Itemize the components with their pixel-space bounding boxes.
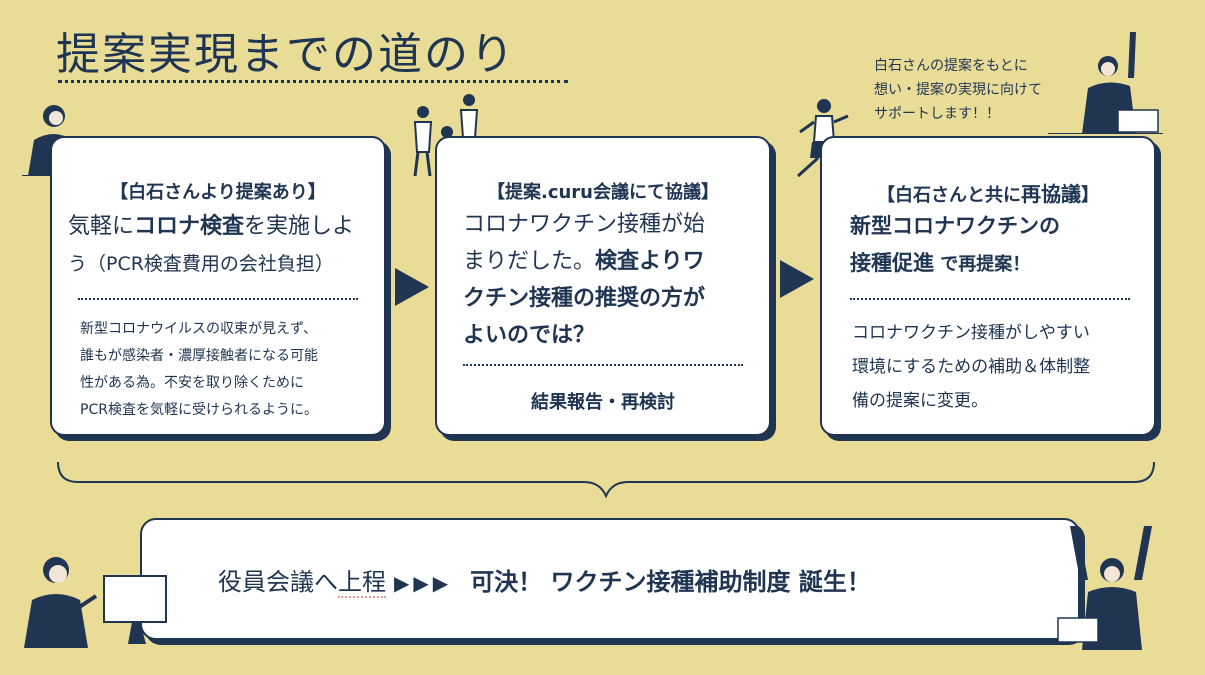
card-title: 【提案.curu会議にて協議】 [486, 182, 719, 203]
lead-emphasis: よいのでは？ [463, 323, 596, 348]
bracket-connector [57, 461, 1155, 499]
divider [463, 364, 743, 366]
support-note: 白石さんの提案をもとに 想い・提案の実現に向けて サポートします！！ [874, 58, 1042, 122]
divider [78, 298, 358, 300]
divider [850, 298, 1130, 300]
card-title: 【白石さんより提案あり】 [110, 182, 326, 203]
lead-text: う（PCR検査費用の会社負担） [68, 253, 334, 275]
card-lead: 気軽にコロナ検査を実施しよ う（PCR検査費用の会社負担） [68, 208, 354, 283]
triple-arrow-icon: ▶▶▶ [394, 571, 453, 595]
lead-text: で再提案！ [934, 254, 1031, 275]
arrow-right-icon [780, 260, 814, 298]
re-proposal-card: 【白石さんと共に再協議】 新型コロナワクチンの 接種促進 で再提案！ コロナワク… [820, 136, 1156, 436]
lead-text: 気軽に [68, 214, 135, 239]
lead-text: 新型コロナワクチンの [850, 214, 1060, 238]
lead-text: を実施しよ [244, 214, 355, 239]
card-body: 新型コロナウイルスの収束が見えず、 誰もが感染者・濃厚接触者になる可能 性がある… [80, 321, 318, 418]
card-body: コロナワクチン接種がしやすい 環境にするための補助＆体制整 備の提案に変更。 [852, 323, 1091, 411]
lead-text: まりだした。 [463, 249, 596, 274]
celebrating-man-illustration [1057, 526, 1152, 650]
title-underline [58, 80, 568, 83]
lead-emphasis: 検査よりワ [595, 249, 705, 274]
card-title: 【白石さんと共に再協議】 [877, 182, 1099, 206]
arrow-right-icon [395, 268, 429, 306]
result-banner: 役員会議へ上程▶▶▶可決！ ワクチン接種補助制度 誕生！ [140, 518, 1080, 640]
card-lead: コロナワクチン接種が始 まりだした。検査よりワ クチン接種の推奨の方が よいので… [463, 206, 705, 354]
lead-emphasis: コロナ検査 [134, 214, 245, 239]
lead-emphasis: 接種促進 [850, 251, 934, 275]
lead-emphasis: クチン接種の推奨の方が [463, 286, 706, 311]
man-raising-hand-illustration [1048, 32, 1163, 134]
proposal-card: 【白石さんより提案あり】 気軽にコロナ検査を実施しよ う（PCR検査費用の会社負… [50, 136, 386, 436]
lead-text: コロナワクチン接種が始 [463, 212, 706, 237]
card-lead: 新型コロナワクチンの 接種促進 で再提案！ [850, 208, 1060, 283]
discussion-card: 【提案.curu会議にて協議】 コロナワクチン接種が始 まりだした。検査よりワ … [435, 136, 771, 436]
card-footer: 結果報告・再検討 [531, 392, 675, 413]
result-text: 役員会議へ上程▶▶▶可決！ ワクチン接種補助制度 誕生！ [218, 568, 871, 598]
woman-at-computer-illustration [24, 557, 167, 648]
page-title: 提案実現までの道のり [56, 29, 516, 80]
